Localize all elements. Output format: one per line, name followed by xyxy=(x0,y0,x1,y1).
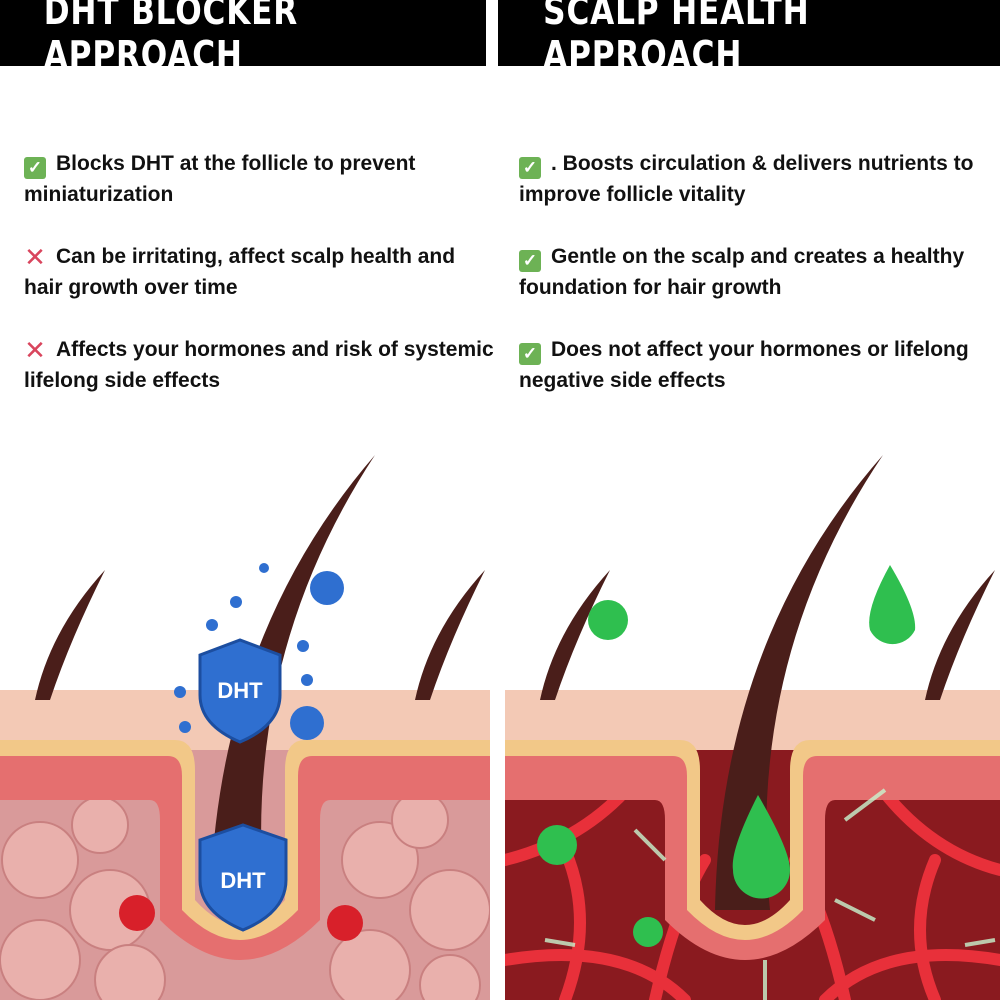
hair xyxy=(415,570,485,700)
item-text: Does not affect your hormones or lifelon… xyxy=(519,338,969,392)
scalp-health-illustration xyxy=(505,455,1000,1000)
dht-blocker-illustration: DHT DHT xyxy=(0,455,490,1000)
inflammation-icons xyxy=(119,895,363,941)
shield-label: DHT xyxy=(220,868,266,893)
item-text: . Boosts circulation & delivers nutrient… xyxy=(519,152,974,206)
check-icon: ✓ xyxy=(24,157,46,179)
header-title: DHT BLOCKER APPROACH xyxy=(43,0,299,77)
hair xyxy=(925,570,995,700)
dht-blocker-list: ✓Blocks DHT at the follicle to prevent m… xyxy=(24,148,494,427)
dht-particles xyxy=(174,563,344,740)
scalp-health-list: ✓. Boosts circulation & delivers nutrien… xyxy=(519,148,989,427)
header-title: SCALP HEALTH APPROACH xyxy=(543,0,810,77)
nutrient-drops xyxy=(537,565,916,947)
dht-shield-top: DHT xyxy=(198,638,282,744)
dht-shield-bottom: DHT xyxy=(198,823,288,932)
item-text: Blocks DHT at the follicle to prevent mi… xyxy=(24,152,416,206)
main-hair xyxy=(715,455,883,910)
shield-label: DHT xyxy=(217,678,263,703)
item-text: Can be irritating, affect scalp health a… xyxy=(24,245,456,299)
list-item: ✓Blocks DHT at the follicle to prevent m… xyxy=(24,148,494,210)
hair xyxy=(540,570,610,700)
list-item: ✕Can be irritating, affect scalp health … xyxy=(24,241,494,303)
cross-icon: ✕ xyxy=(24,335,46,365)
circulation-arrows xyxy=(544,788,996,1000)
dermis-layer xyxy=(505,750,1000,960)
header-scalp-health: SCALP HEALTH APPROACH xyxy=(498,0,1000,77)
fat-cells xyxy=(0,791,490,1000)
item-text: Gentle on the scalp and creates a health… xyxy=(519,245,965,299)
dermis-layer xyxy=(0,750,490,960)
check-icon: ✓ xyxy=(519,250,541,272)
check-icon: ✓ xyxy=(519,343,541,365)
item-text: Affects your hormones and risk of system… xyxy=(24,338,494,392)
list-item: ✓Gentle on the scalp and creates a healt… xyxy=(519,241,989,303)
list-item: ✓. Boosts circulation & delivers nutrien… xyxy=(519,148,989,210)
header-dht-blocker: DHT BLOCKER APPROACH xyxy=(0,0,486,77)
list-item: ✓Does not affect your hormones or lifelo… xyxy=(519,334,989,396)
hair xyxy=(35,570,105,700)
main-hair xyxy=(210,455,375,910)
list-item: ✕Affects your hormones and risk of syste… xyxy=(24,334,494,396)
check-icon: ✓ xyxy=(519,157,541,179)
cross-icon: ✕ xyxy=(24,242,46,272)
